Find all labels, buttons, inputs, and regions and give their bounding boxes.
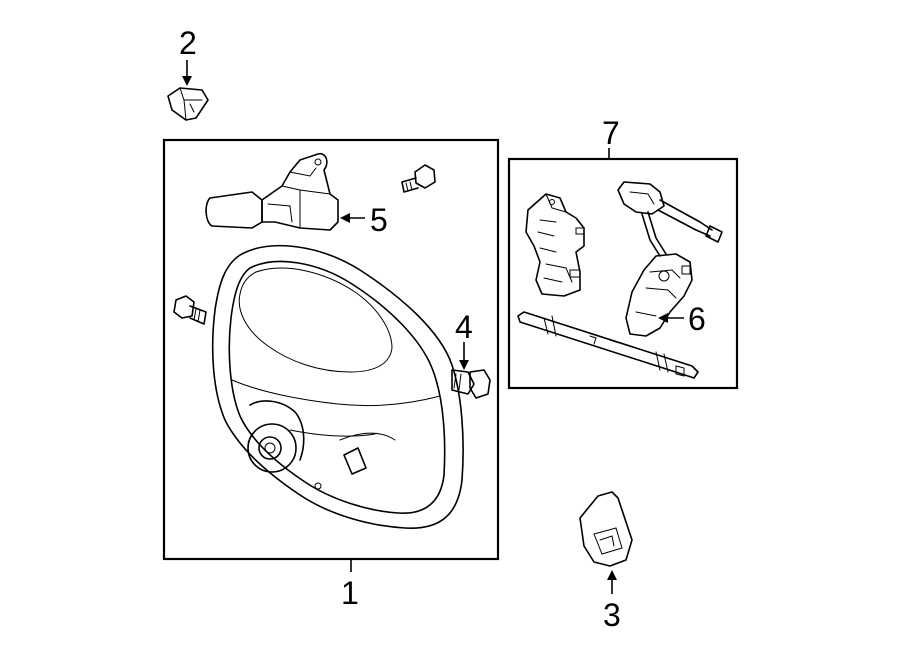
callout-3-label: 3 (603, 597, 621, 633)
emblem-cover (579, 491, 633, 567)
steering-wheel (211, 244, 464, 529)
callout-2-label: 2 (179, 25, 197, 61)
bolt-left (173, 295, 207, 325)
wire-harness (517, 311, 699, 379)
bolt-right (451, 369, 491, 399)
right-switch (617, 181, 723, 337)
steering-wheel-group-box (162, 138, 500, 561)
callout-4-label: 4 (455, 309, 473, 345)
callout-6-label: 6 (688, 301, 706, 337)
callout-5-label: 5 (370, 202, 388, 238)
cover-clip (167, 87, 209, 121)
paddle-switch (205, 152, 339, 231)
callout-1-label: 1 (341, 575, 359, 611)
left-switch (525, 193, 585, 297)
callout-7-label: 7 (602, 115, 620, 151)
bolt-top (401, 164, 436, 193)
switch-kit-box (507, 157, 739, 390)
